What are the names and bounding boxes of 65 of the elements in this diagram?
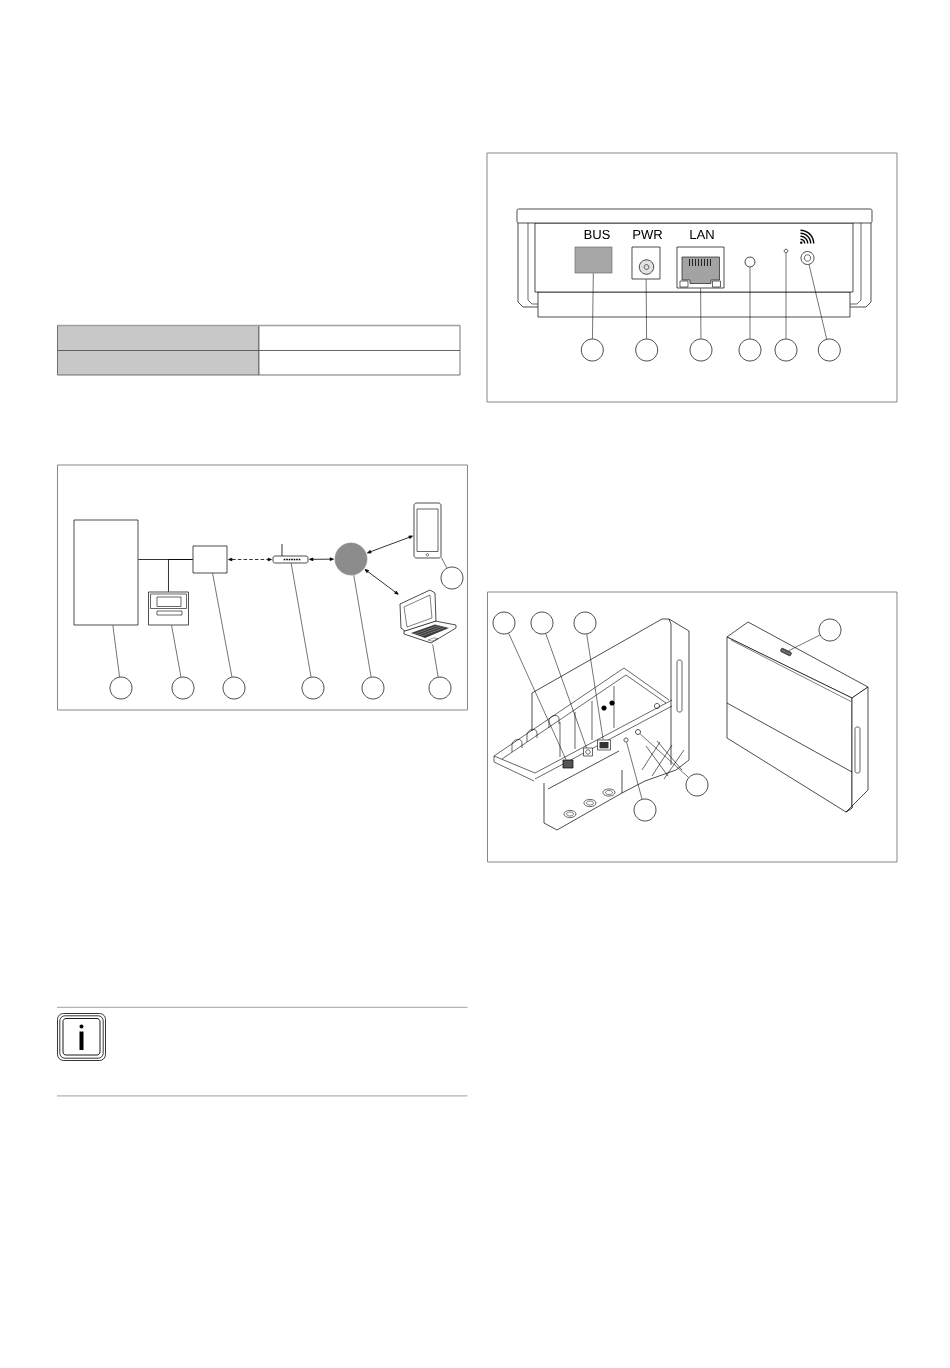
leader-line (639, 733, 689, 778)
callout-circle (428, 676, 452, 700)
leader-line (700, 288, 702, 339)
lan-port (676, 246, 725, 289)
bus-terminal (562, 759, 574, 769)
leader-line (785, 252, 787, 339)
callout-circle (573, 611, 597, 635)
callout-circle (171, 676, 195, 700)
port-label: LAN (690, 230, 714, 239)
leader-line (592, 273, 594, 339)
push-button (800, 251, 815, 265)
callout-circle (580, 338, 604, 362)
leader-line (171, 625, 182, 678)
callout-circle (361, 676, 385, 700)
callout-circle (301, 676, 325, 700)
led-light (744, 256, 756, 268)
leader-line (645, 279, 647, 339)
callout-circle (774, 338, 798, 362)
leader-line (212, 573, 233, 678)
leader-line (788, 634, 821, 652)
callout-circle (440, 566, 464, 590)
callout-circle (689, 338, 713, 362)
bus-port (574, 246, 613, 274)
leader-line (290, 563, 312, 678)
push-button (635, 729, 641, 735)
callout-circle (633, 798, 657, 822)
smartphone-icon (413, 502, 442, 559)
callout-circle (817, 338, 841, 362)
callout-circle (530, 611, 554, 635)
router-icon (272, 543, 309, 564)
leader-line (432, 644, 439, 678)
internet-circle (334, 542, 368, 576)
leader-line (626, 742, 643, 800)
lan-port (597, 739, 611, 751)
callout-circle (492, 611, 516, 635)
callout-circle (685, 773, 709, 797)
controller-icon (148, 591, 189, 626)
leader-line (508, 633, 567, 760)
connection-arrow (364, 569, 399, 595)
connection-arrow (367, 535, 413, 554)
leader-line (808, 264, 827, 340)
leader-line (545, 633, 587, 748)
callout-circle (222, 676, 246, 700)
callout-circle (818, 618, 842, 642)
bus-line (168, 559, 194, 593)
led-light (623, 737, 629, 743)
power-jack (583, 747, 593, 757)
leader-line (112, 625, 120, 678)
laptop-icon (399, 589, 457, 644)
light-window (780, 647, 792, 657)
power-jack (631, 246, 661, 280)
leader-line (353, 574, 372, 678)
leader-line (749, 267, 751, 339)
callout-circle (738, 338, 762, 362)
callout-circle (635, 338, 659, 362)
leader-line (586, 633, 604, 740)
connection-arrow (309, 557, 334, 562)
pin-hole (783, 248, 789, 254)
port-label: BUS (584, 229, 610, 240)
port-label: PWR (633, 230, 663, 239)
device-box (73, 519, 139, 626)
callout-circle (109, 676, 133, 700)
leader-line (441, 557, 448, 569)
gateway-box (192, 545, 228, 574)
connection-arrow (228, 557, 272, 562)
